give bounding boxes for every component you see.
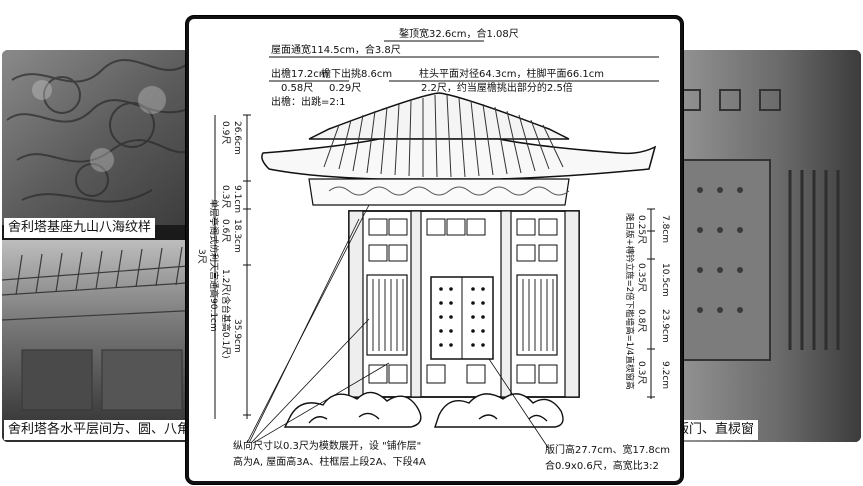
right-photo-panel: 版门、直棂窗	[660, 50, 861, 442]
base-clouds	[283, 391, 564, 428]
dim-r1: 7.8cm	[660, 215, 670, 243]
dim-under-eave-sub: 0.29尺	[329, 82, 361, 94]
dim-v4: 35.9cm	[232, 319, 242, 353]
left-photo-texture	[2, 50, 202, 442]
left-dimension-lines	[214, 114, 251, 419]
right-photo-texture	[660, 50, 861, 442]
note-right-line2: 合0.9x0.6尺，高宽比3:2	[545, 459, 659, 472]
dim-v3: 18.3cm	[232, 219, 242, 253]
note-left-line2: 高为A, 屋面高3A、柱框层上段2A、下段4A	[233, 455, 426, 468]
dim-eave: 出檐17.2cm	[271, 67, 329, 80]
hall-body	[348, 210, 580, 398]
elevation-diagram-card: 鏊顶宽32.6cm，合1.08尺 屋面通宽114.5cm，合3.8尺 出檐17.…	[186, 16, 683, 484]
left-caption-top: 舍利塔基座九山八海纹样	[4, 218, 156, 238]
dim-eave-ratio: 出檐：出跳=2:1	[271, 95, 345, 108]
dim-ridge: 鏊顶宽32.6cm，合1.08尺	[399, 27, 519, 40]
dim-r1-ft: 0.25尺	[636, 215, 647, 244]
note-right-line1: 版门高27.7cm、宽17.8cm	[545, 443, 670, 456]
dim-r2: 10.5cm	[660, 263, 670, 297]
dim-column-head: 柱头平面对径64.3cm，柱脚平面66.1cm	[419, 67, 604, 80]
dim-total-ft: 3尺	[196, 249, 207, 264]
dim-r2-ft: 0.35尺	[636, 263, 647, 292]
dim-v3-ft: 0.6尺	[220, 219, 231, 242]
dim-v1-ft: 0.9尺	[220, 121, 231, 144]
dim-r3: 23.9cm	[660, 309, 670, 343]
top-dimension-lines	[269, 40, 659, 82]
dim-door-note: 隆日版+槫钤立旌=2倍下槛墙高=1/4直棂窗高	[624, 213, 635, 389]
left-photo-panel: 舍利塔基座九山八海纹样 舍利塔各水平层间方、圆、八角	[2, 50, 202, 442]
elevation-diagram: 鏊顶宽32.6cm，合1.08尺 屋面通宽114.5cm，合3.8尺 出檐17.…	[196, 27, 670, 472]
note-left-line1: 纵向尺寸以0.3尺为模数展开，设 "铺作层"	[233, 439, 421, 452]
left-caption-bottom: 舍利塔各水平层间方、圆、八角	[4, 420, 195, 440]
dim-r4: 9.2cm	[660, 361, 670, 389]
roof-drawing	[261, 92, 657, 206]
right-caption-bottom: 版门、直棂窗	[672, 420, 759, 440]
dim-total-note: 单层亭阁式仿利天宫通高90.1cm	[208, 199, 220, 332]
dim-roof-width: 屋面通宽114.5cm，合3.8尺	[271, 43, 401, 56]
leader-lines	[246, 204, 550, 450]
dim-v1: 26.6cm	[232, 121, 242, 155]
dim-eave-sub: 0.58尺	[281, 82, 313, 94]
dim-v2: 9.1cm	[232, 185, 242, 213]
right-dimension-lines	[647, 208, 655, 399]
dim-v4-ft: 1.2尺(含台基高0.1尺)	[220, 269, 232, 359]
dim-column-note: 2.2尺，约当屋檐挑出部分的2.5倍	[421, 81, 573, 94]
dim-r4-ft: 0.3尺	[636, 361, 647, 384]
dim-v2-ft: 0.3尺	[220, 185, 231, 208]
dim-r3-ft: 0.8尺	[636, 309, 647, 332]
dim-under-eave: 檐下出挑8.6cm	[321, 67, 392, 80]
